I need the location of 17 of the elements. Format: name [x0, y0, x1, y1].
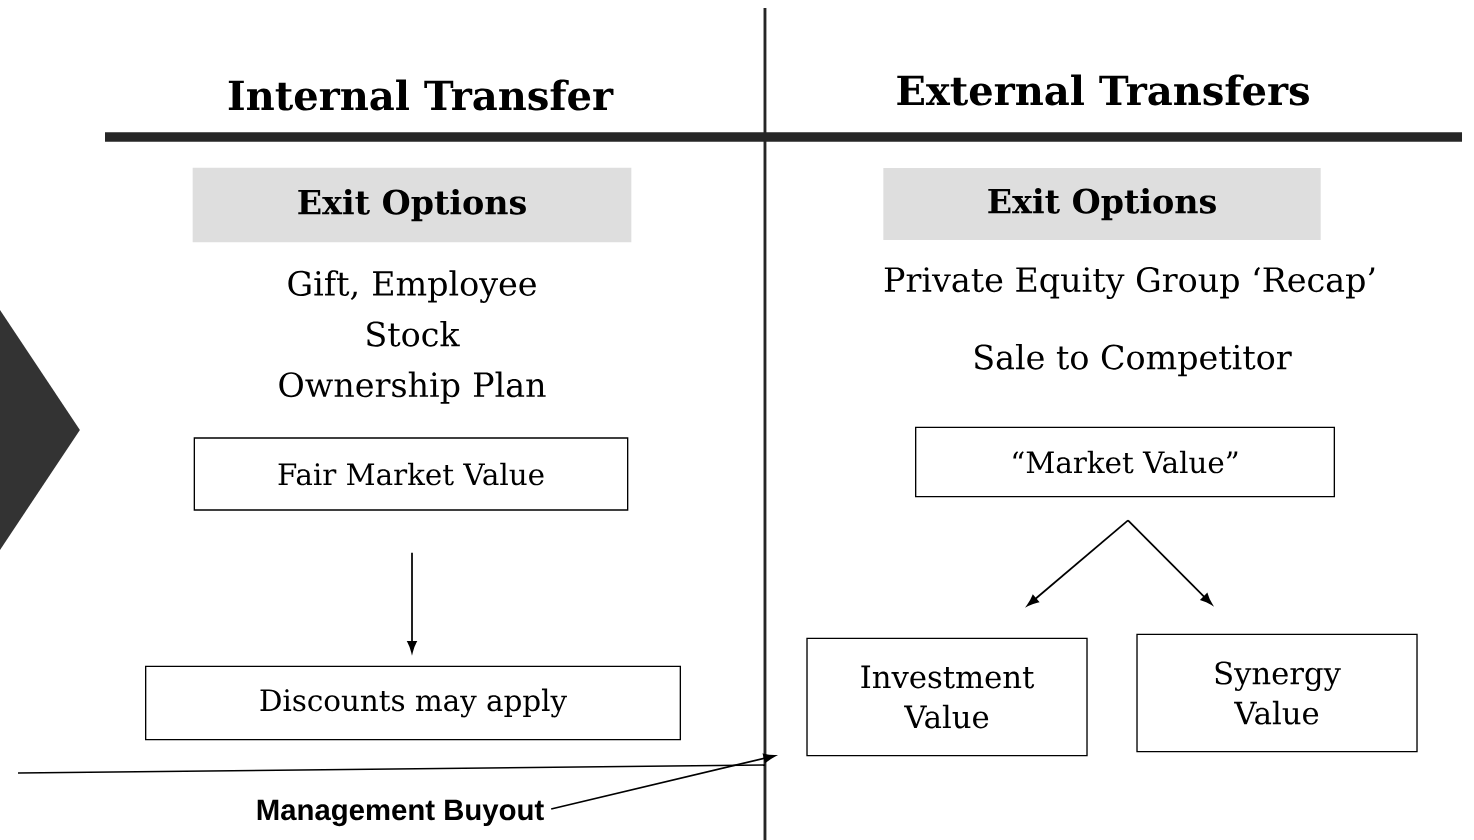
arrow	[550, 753, 776, 810]
value-box: Investment Value	[806, 637, 1088, 757]
column-heading: External Transfers	[897, 74, 1309, 106]
caption-text: Management Buyout	[257, 799, 544, 827]
option-text: Gift, Employee Stock Ownership Plan	[279, 270, 546, 404]
option-text: Sale to Competitor	[975, 343, 1292, 377]
diamond-shape	[0, 310, 80, 550]
value-box: Synergy Value	[1136, 633, 1418, 753]
value-box: “Market Value”	[915, 426, 1335, 498]
heading-band: Exit Options	[883, 168, 1321, 240]
arrow	[407, 551, 417, 653]
column-heading: Internal Transfer	[228, 79, 614, 111]
arrow	[1127, 519, 1213, 605]
value-box: Fair Market Value	[193, 437, 629, 511]
heading-band: Exit Options	[192, 167, 632, 243]
arrow	[1026, 519, 1129, 607]
value-box: Discounts may apply	[145, 665, 681, 741]
